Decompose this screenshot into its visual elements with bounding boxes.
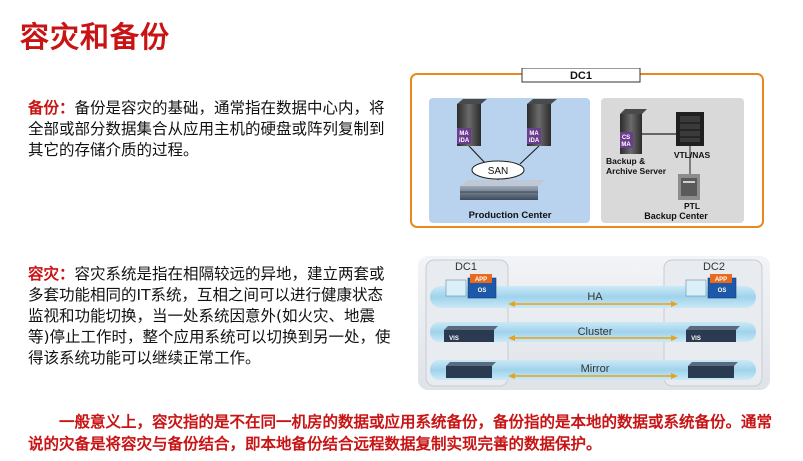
ptl-device <box>678 174 700 200</box>
dc1-storage <box>446 362 496 378</box>
dc1-label-box <box>521 68 641 83</box>
storage-array <box>460 180 546 200</box>
backup-architecture-diagram: DC1 MA iDA MA iDA SAN Production Center … <box>410 68 764 228</box>
dc1-vis-stack: VIS <box>444 326 498 342</box>
dc2-vis-label: VIS <box>691 336 701 342</box>
dr-paragraph: 容灾：容灾系统是指在相隔较远的异地，建立两套或多套功能相同的IT系统，互相之间可… <box>28 264 396 369</box>
link-mirror: Mirror <box>581 363 610 375</box>
san-label: SAN <box>488 166 509 177</box>
backup-paragraph: 备份：备份是容灾的基础，通常指在数据中心内，将全部或部分数据集合从应用主机的硬盘… <box>28 98 396 161</box>
backup-text: 备份是容灾的基础，通常指在数据中心内，将全部或部分数据集合从应用主机的硬盘或阵列… <box>28 99 385 159</box>
page-title: 容灾和备份 <box>20 20 171 54</box>
dc1-zone-label: DC1 <box>455 261 477 273</box>
server-right-label-top: MA <box>529 131 539 137</box>
backup-archive-line1: Backup & <box>606 156 645 166</box>
cluster-arrow <box>508 335 678 341</box>
server-right: MA iDA <box>527 99 557 146</box>
backup-server: CS MA <box>620 109 647 154</box>
vtl-nas-label: VTL/NAS <box>674 150 711 160</box>
cs-label-bottom: MA <box>621 142 631 148</box>
dc1-label: DC1 <box>570 70 592 82</box>
production-center-panel <box>429 98 590 223</box>
dc2-app-label: APP <box>715 277 727 283</box>
ha-arrow <box>508 301 678 307</box>
link-cluster: Cluster <box>578 326 613 338</box>
dc1-app-label: APP <box>475 277 487 283</box>
dc1-app-stack: APP OS <box>445 274 497 299</box>
ptl-label: PTL <box>684 201 700 211</box>
dc1-os-label: OS <box>478 288 487 294</box>
cs-label-top: CS <box>622 135 630 141</box>
backup-archive-line2: Archive Server <box>606 166 667 176</box>
dr-lead: 容灾： <box>28 265 75 283</box>
backup-lead: 备份： <box>28 99 75 117</box>
dc2-zone-label: DC2 <box>703 261 725 273</box>
server-left-label-top: MA <box>459 131 469 137</box>
dc2-vis-stack: VIS <box>686 326 740 342</box>
summary-footer: 一般意义上，容灾指的是不在同一机房的数据或应用系统备份，备份指的是本地的数据或系… <box>28 413 773 453</box>
dc2-os-label: OS <box>718 288 727 294</box>
dc2-storage <box>688 362 738 378</box>
mirror-arrow <box>508 373 678 379</box>
disaster-recovery-diagram: DC1 DC2 APP OS VIS APP OS VIS <box>418 256 770 390</box>
link-ha: HA <box>587 291 603 303</box>
server-left: MA iDA <box>457 99 487 146</box>
dr-text: 容灾系统是指在相隔较远的异地，建立两套或多套功能相同的IT系统，互相之间可以进行… <box>28 265 391 367</box>
dc1-vis-label: VIS <box>449 336 459 342</box>
production-center-label: Production Center <box>469 210 552 221</box>
dc2-app-stack: APP OS <box>685 274 737 299</box>
server-right-label-bottom: iDA <box>529 138 540 144</box>
vtl-nas-device <box>676 112 704 146</box>
backup-center-label: Backup Center <box>644 211 708 221</box>
server-left-label-bottom: iDA <box>459 138 470 144</box>
